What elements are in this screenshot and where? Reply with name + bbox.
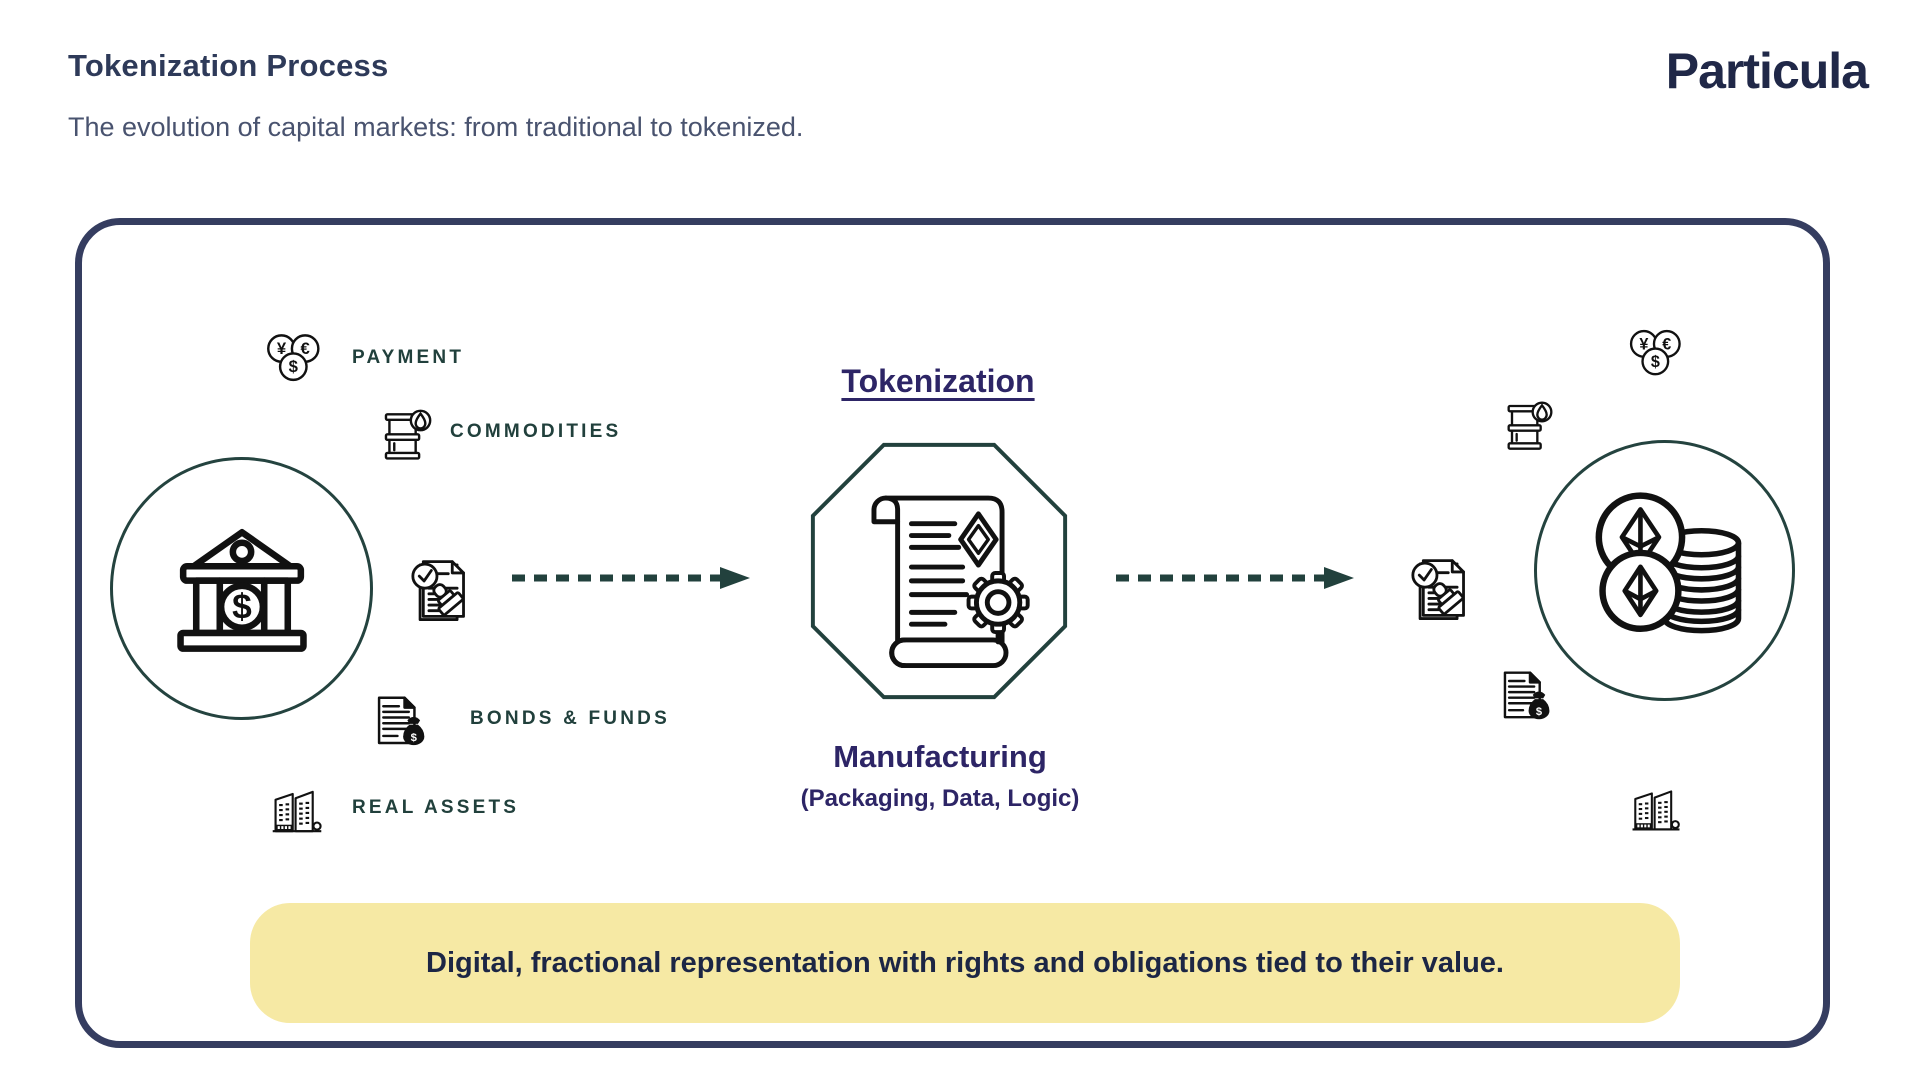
dollar-symbol: $ [1651, 353, 1660, 371]
real-assets-label: REAL ASSETS [352, 797, 520, 818]
stamped-document-icon [411, 560, 465, 621]
euro-symbol: € [1662, 335, 1671, 353]
bank-icon: $ [176, 529, 307, 652]
dashed-arrow-icon [512, 567, 750, 589]
currency-coins-icon: ¥ € $ [1629, 329, 1681, 376]
euro-symbol: € [300, 339, 309, 358]
tokenized-assets-circle [1534, 440, 1795, 701]
summary-banner: Digital, fractional representation with … [250, 903, 1680, 1023]
smart-contract-scroll-icon [810, 442, 1068, 700]
particula-logo: Particula [1665, 43, 1869, 99]
page-title: Tokenization Process [68, 48, 389, 83]
summary-banner-text: Digital, fractional representation with … [426, 946, 1504, 979]
eth-coin-stack-icon [1595, 492, 1742, 634]
page-subtitle: The evolution of capital markets: from t… [68, 112, 804, 142]
oil-barrel-icon [1507, 401, 1553, 450]
dashed-arrow-icon [1116, 567, 1354, 589]
dollar-symbol: $ [411, 732, 418, 744]
currency-coins-icon: ¥ € $ [267, 334, 320, 382]
dollar-symbol: $ [289, 357, 299, 376]
yen-symbol: ¥ [277, 339, 287, 358]
bond-document-icon: $ [1503, 671, 1550, 720]
stamped-document-icon [1411, 559, 1465, 620]
bonds-funds-label: BONDS & FUNDS [470, 708, 670, 729]
traditional-assets-circle: $ [110, 457, 373, 720]
buildings-icon [1632, 790, 1680, 831]
payment-label: PAYMENT [352, 347, 465, 368]
dollar-symbol: $ [1536, 706, 1543, 718]
yen-symbol: ¥ [1639, 335, 1648, 353]
commodities-label: COMMODITIES [450, 421, 622, 442]
dollar-symbol: $ [232, 588, 252, 627]
buildings-icon [272, 790, 322, 833]
oil-barrel-icon [384, 409, 432, 460]
tokenization-heading: Tokenization [841, 363, 1035, 399]
bond-document-icon: $ [377, 696, 425, 746]
manufacturing-detail: (Packaging, Data, Logic) [800, 785, 1080, 812]
manufacturing-label: Manufacturing [833, 739, 1047, 774]
diagram-frame: ¥ € $ PAYMENT COMMODITIES [75, 218, 1830, 1048]
